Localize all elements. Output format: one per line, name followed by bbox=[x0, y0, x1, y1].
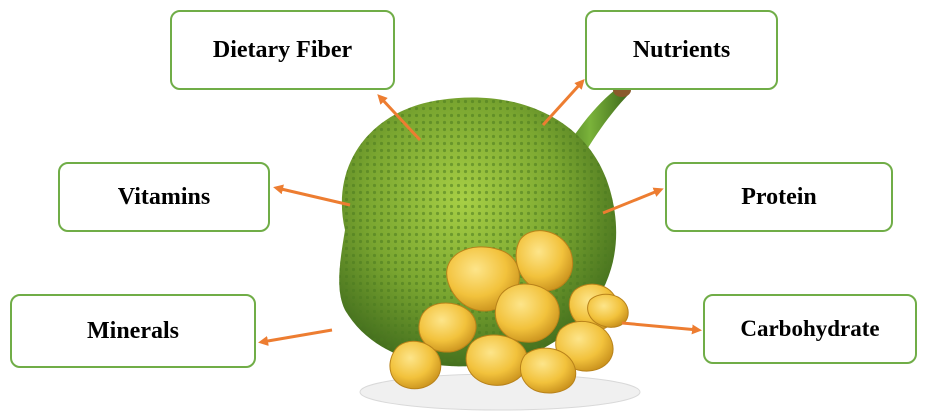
arrow-to-carbohydrate bbox=[622, 323, 698, 330]
label-box-carbohydrate: Carbohydrate bbox=[703, 294, 917, 364]
label-dietary-fiber: Dietary Fiber bbox=[213, 37, 352, 64]
label-box-nutrients: Nutrients bbox=[585, 10, 778, 90]
label-box-minerals: Minerals bbox=[10, 294, 256, 368]
label-box-vitamins: Vitamins bbox=[58, 162, 270, 232]
arrow-to-nutrients bbox=[543, 82, 582, 125]
label-protein: Protein bbox=[741, 184, 817, 211]
label-carbohydrate: Carbohydrate bbox=[740, 316, 879, 342]
label-vitamins: Vitamins bbox=[118, 184, 210, 211]
arrow-to-vitamins bbox=[277, 188, 350, 205]
label-box-protein: Protein bbox=[665, 162, 893, 232]
label-nutrients: Nutrients bbox=[633, 37, 730, 64]
arrow-to-minerals bbox=[262, 330, 332, 342]
label-minerals: Minerals bbox=[87, 318, 179, 345]
label-box-dietary-fiber: Dietary Fiber bbox=[170, 10, 395, 90]
